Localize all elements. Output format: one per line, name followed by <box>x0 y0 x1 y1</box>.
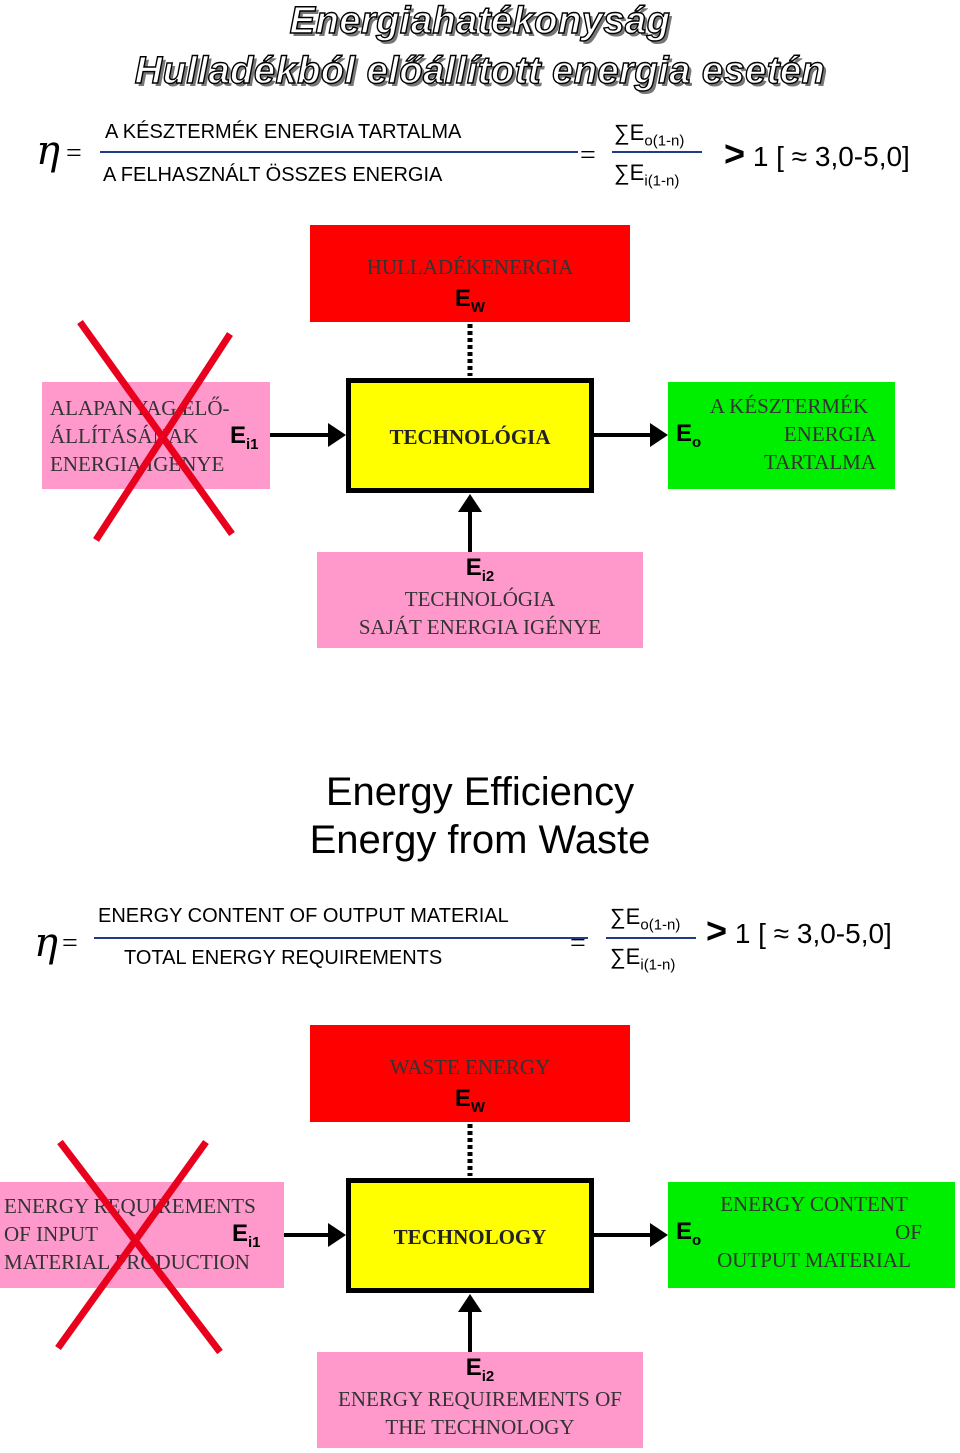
page-title-line1: Energiahatékonyság <box>289 0 671 43</box>
output-energy-line1: A KÉSZTERMÉK <box>709 394 868 418</box>
input-energy-line2-en: OF INPUT <box>4 1222 98 1246</box>
equals-sign: = <box>66 138 82 169</box>
sum-input-energy: ∑Ei(1-n) <box>614 160 680 190</box>
equals-sign-en-2: = <box>570 928 586 959</box>
technology-box-en: TECHNOLOGY <box>346 1178 594 1293</box>
sum-fraction-line <box>612 151 702 153</box>
waste-energy-label-en: WASTE ENERGY <box>389 1055 551 1079</box>
sum-fraction-line-en <box>606 937 696 939</box>
input-arrow-head-en <box>328 1223 346 1247</box>
sum-output-energy: ∑Eo(1-n) <box>614 120 685 150</box>
comparison-value: > 1 [ ≈ 3,0-5,0] <box>724 133 910 174</box>
eta-symbol-en: η <box>34 920 58 966</box>
output-arrow-head-en <box>650 1223 668 1247</box>
technology-label-en: TECHNOLOGY <box>393 1225 547 1249</box>
input-energy-symbol-en: Ei1 <box>232 1220 261 1251</box>
comparison-value-en: > 1 [ ≈ 3,0-5,0] <box>706 910 892 951</box>
waste-energy-symbol: EW <box>454 285 486 316</box>
own-energy-line1-en: ENERGY REQUIREMENTS OF <box>338 1386 622 1411</box>
output-energy-box-en: ENERGY CONTENT OF OUTPUT MATERIAL Eo <box>668 1182 955 1288</box>
output-energy-box: A KÉSZTERMÉK ENERGIA TARTALMA Eo <box>668 382 895 489</box>
input-energy-box: ALAPANYAG ELŐ- ÁLLÍTÁSÁNAK ENERGIA IGÉNY… <box>42 382 270 489</box>
fraction-numerator-en: ENERGY CONTENT OF OUTPUT MATERIAL <box>98 905 509 927</box>
page-title-line2: Hulladékból előállított energia esetén <box>134 49 826 92</box>
own-energy-arrow-head <box>458 494 482 512</box>
output-energy-symbol: Eo <box>676 420 702 451</box>
input-energy-box-en: ENERGY REQUIREMENTS OF INPUT MATERIAL PR… <box>0 1182 284 1288</box>
input-arrow-head <box>328 423 346 447</box>
own-energy-line2: SAJÁT ENERGIA IGÉNYE <box>358 614 602 639</box>
fraction-numerator: A KÉSZTERMÉK ENERGIA TARTALMA <box>105 121 462 143</box>
sum-input-energy-en: ∑Ei(1-n) <box>610 944 676 974</box>
output-energy-line1-en: ENERGY CONTENT <box>720 1192 908 1216</box>
fraction-denominator-en: TOTAL ENERGY REQUIREMENTS <box>124 947 443 969</box>
own-energy-symbol-en: Ei2 <box>465 1354 495 1385</box>
fraction-denominator: A FELHASZNÁLT ÖSSZES ENERGIA <box>103 164 443 186</box>
fraction-line-en <box>94 937 588 939</box>
input-energy-line2: ÁLLÍTÁSÁNAK <box>50 424 199 448</box>
english-title-line1: Energy Efficiency <box>325 770 635 814</box>
equals-sign-2: = <box>580 140 596 171</box>
waste-energy-box-en: WASTE ENERGY EW <box>310 1025 630 1122</box>
own-energy-box: Ei2 TECHNOLÓGIA SAJÁT ENERGIA IGÉNYE <box>317 552 643 648</box>
input-energy-symbol: Ei1 <box>230 422 259 453</box>
own-energy-arrow-head-en <box>458 1294 482 1312</box>
waste-energy-symbol-en: EW <box>454 1085 486 1116</box>
english-title-line2: Energy from Waste <box>309 818 651 862</box>
output-energy-symbol-en: Eo <box>676 1218 702 1249</box>
output-energy-line2: ENERGIA <box>783 422 876 446</box>
own-energy-line2-en: THE TECHNOLOGY <box>385 1414 575 1439</box>
output-energy-line3-en: OUTPUT MATERIAL <box>717 1248 911 1272</box>
own-energy-box-en: Ei2 ENERGY REQUIREMENTS OF THE TECHNOLOG… <box>317 1352 643 1448</box>
cross-out-mark-en <box>55 1139 223 1355</box>
technology-label: TECHNOLÓGIA <box>389 425 551 449</box>
fraction-line <box>100 151 578 153</box>
output-energy-line3: TARTALMA <box>763 450 876 474</box>
output-energy-line2-en: OF <box>895 1220 922 1244</box>
waste-energy-label: HULLADÉKENERGIA <box>366 255 574 279</box>
sum-output-energy-en: ∑Eo(1-n) <box>610 904 681 934</box>
cross-out-mark <box>77 319 235 542</box>
equals-sign-en: = <box>62 928 78 959</box>
eta-symbol: η <box>36 128 60 174</box>
output-arrow-head <box>650 423 668 447</box>
own-energy-line1: TECHNOLÓGIA <box>404 586 556 611</box>
input-energy-line1-en: ENERGY REQUIREMENTS <box>4 1194 256 1218</box>
waste-energy-box: HULLADÉKENERGIA EW <box>310 225 630 322</box>
technology-box: TECHNOLÓGIA <box>346 378 594 493</box>
own-energy-symbol: Ei2 <box>465 554 495 585</box>
